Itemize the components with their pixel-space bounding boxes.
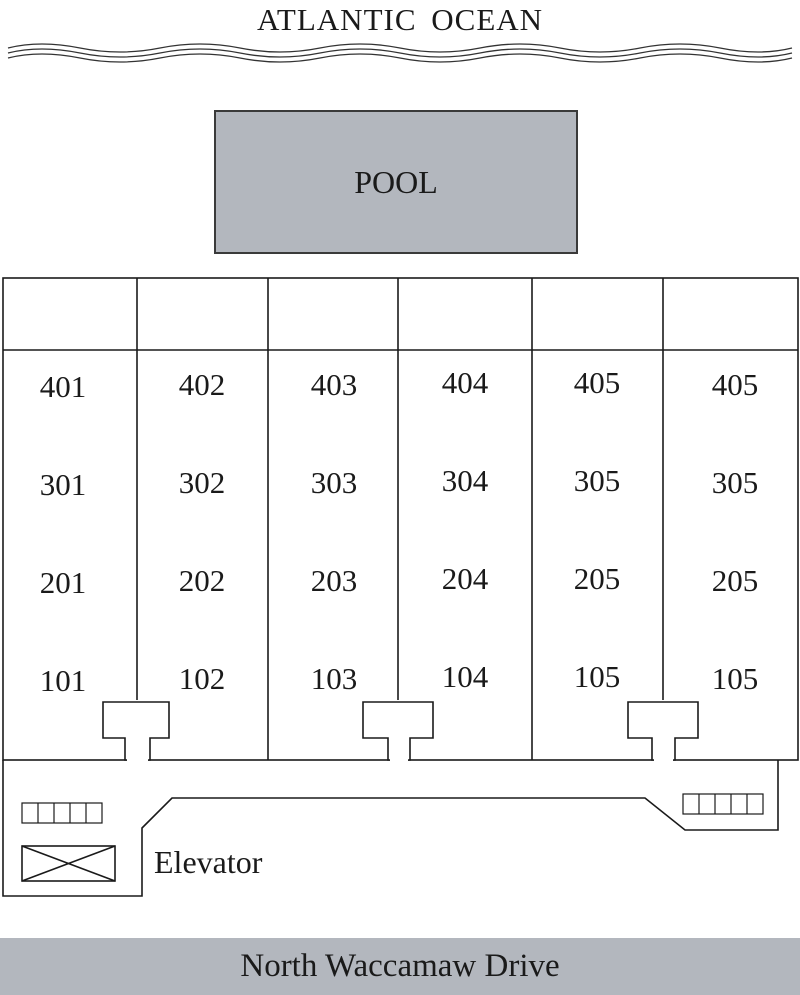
room-label: 403 (310, 367, 358, 402)
room-label: 202 (178, 563, 226, 598)
entry-notch-3 (627, 701, 699, 761)
building-floorplan (2, 277, 799, 897)
stairs-right (682, 793, 764, 815)
pool-label: POOL (354, 164, 438, 200)
room-label: 105 (573, 659, 621, 694)
room-label: 104 (441, 659, 489, 694)
ocean-waves (7, 43, 793, 63)
room-label: 302 (178, 465, 226, 500)
room-label: 404 (441, 365, 489, 400)
room-label: 105 (711, 661, 759, 696)
elevator-icon (21, 845, 116, 882)
lobby-walkway (2, 760, 779, 897)
room-label: 205 (573, 561, 621, 596)
room-label: 301 (39, 467, 87, 502)
street-label: North Waccamaw Drive (240, 948, 560, 984)
ocean-label: ATLANTIC OCEAN (256, 2, 544, 37)
room-label: 204 (441, 561, 489, 596)
pool: POOL (214, 110, 578, 254)
entry-notch-2 (362, 701, 434, 761)
room-label: 101 (39, 663, 87, 698)
room-label: 401 (39, 369, 87, 404)
room-label: 203 (310, 563, 358, 598)
entry-notch-1 (102, 701, 170, 761)
room-label: 205 (711, 563, 759, 598)
room-label: 405 (711, 367, 759, 402)
room-label: 102 (178, 661, 226, 696)
room-label: 305 (711, 465, 759, 500)
room-label: 303 (310, 465, 358, 500)
street-band: North Waccamaw Drive (0, 938, 800, 995)
room-label: 103 (310, 661, 358, 696)
room-label: 402 (178, 367, 226, 402)
room-label: 405 (573, 365, 621, 400)
room-label: 304 (441, 463, 489, 498)
elevator-label: Elevator (154, 844, 263, 880)
room-label: 305 (573, 463, 621, 498)
room-label: 201 (39, 565, 87, 600)
stairs-left (21, 802, 103, 824)
